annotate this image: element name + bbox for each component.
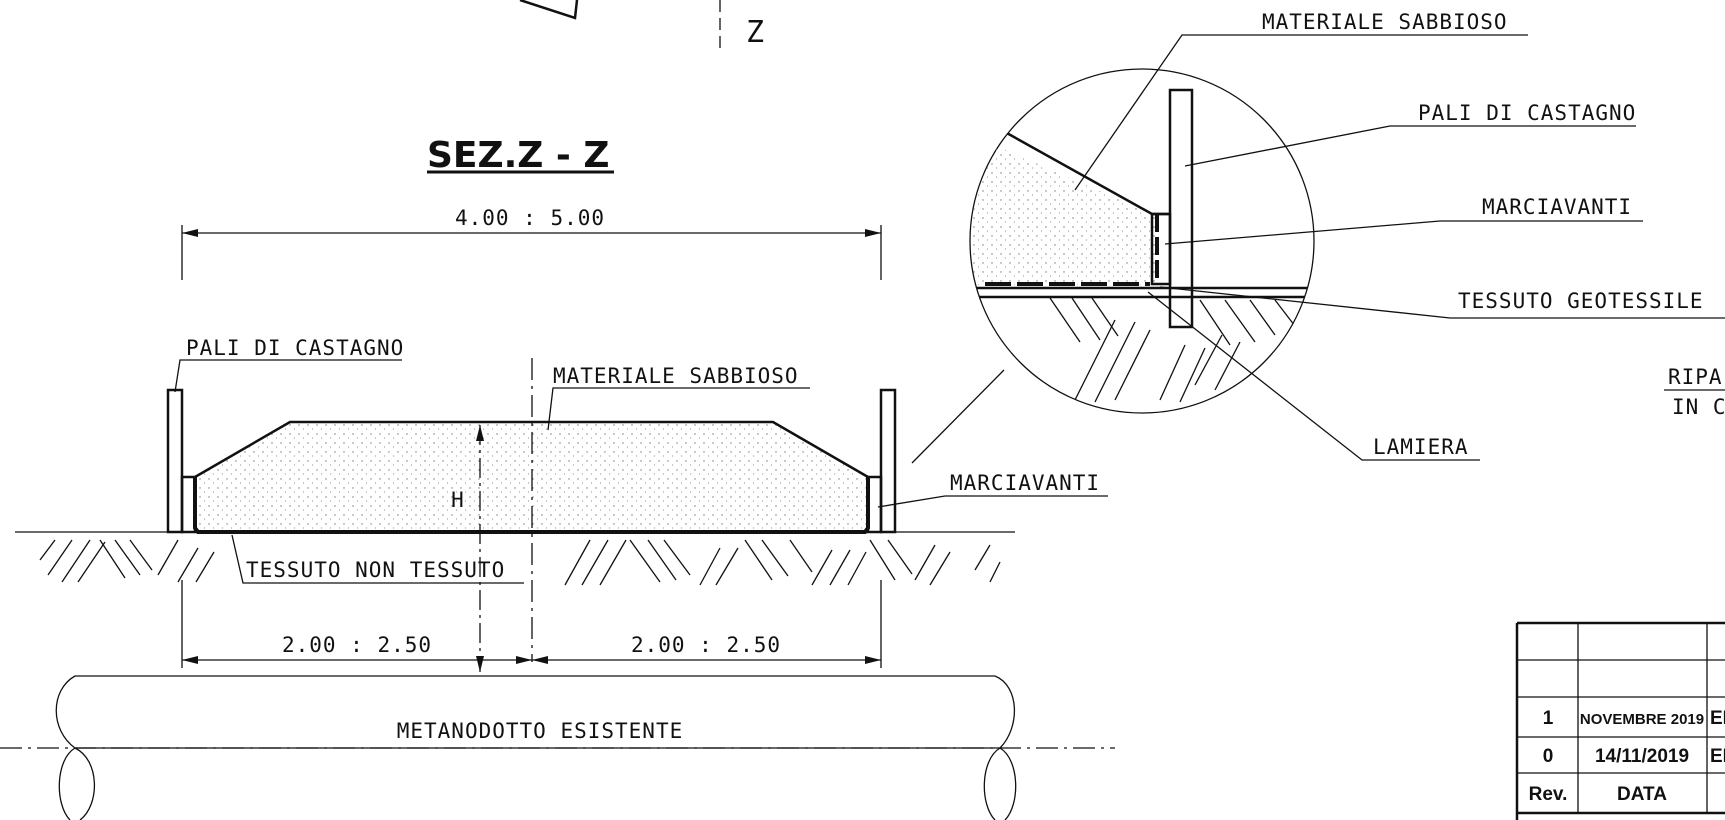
svg-text:MARCIAVANTI: MARCIAVANTI: [1482, 195, 1632, 219]
svg-text:PALI DI CASTAGNO: PALI DI CASTAGNO: [186, 336, 404, 360]
detail-label-tessuto-geotessile: TESSUTO GEOTESSILE: [1159, 286, 1725, 319]
dim-total-label: 4.00 : 5.00: [455, 206, 605, 230]
top-partial-marker: Z: [519, 0, 765, 50]
detail-circle: [969, 68, 1315, 414]
svg-text:MATERIALE SABBIOSO: MATERIALE SABBIOSO: [1262, 10, 1508, 34]
detail-leader: [911, 369, 1005, 464]
detail-label-lamiera: LAMIERA: [1147, 291, 1480, 461]
svg-text:PALI DI CASTAGNO: PALI DI CASTAGNO: [1418, 101, 1636, 125]
svg-text:TESSUTO GEOTESSILE: TESSUTO GEOTESSILE: [1458, 289, 1704, 313]
rev-row1-date: NOVEMBRE 2019: [1580, 711, 1704, 728]
partial-label-ripa: RIPA IN C: [1664, 365, 1725, 419]
svg-text:MATERIALE SABBIOSO: MATERIALE SABBIOSO: [553, 364, 799, 388]
pipeline-label: METANODOTTO ESISTENTE: [397, 719, 684, 743]
rev-header-rev: Rev.: [1529, 784, 1568, 805]
label-pali-di-castagno: PALI DI CASTAGNO: [174, 336, 404, 393]
svg-text:TESSUTO NON TESSUTO: TESSUTO NON TESSUTO: [246, 558, 505, 582]
dim-left-label: 2.00 : 2.50: [282, 633, 432, 657]
rev-row0-date: 14/11/2019: [1595, 746, 1689, 767]
svg-text:IN C: IN C: [1672, 395, 1725, 419]
rev-row0-desc: EM: [1710, 746, 1725, 767]
label-marciavanti: MARCIAVANTI: [877, 471, 1108, 508]
height-label: H: [451, 488, 465, 512]
svg-text:MARCIAVANTI: MARCIAVANTI: [950, 471, 1100, 495]
rev-row0-rev: 0: [1543, 746, 1554, 767]
left-pile: [166, 388, 197, 534]
dimension-total: 4.00 : 5.00: [181, 206, 882, 280]
svg-text:LAMIERA: LAMIERA: [1373, 435, 1469, 459]
detail-label-pali-di-castagno: PALI DI CASTAGNO: [1184, 101, 1636, 167]
label-materiale-sabbioso: MATERIALE SABBIOSO: [547, 364, 810, 431]
detail-label-marciavanti: MARCIAVANTI: [1164, 195, 1643, 245]
section-title: SEZ.Z - Z: [427, 135, 614, 176]
existing-pipeline: METANODOTTO ESISTENTE: [0, 675, 1115, 820]
rev-header-date: DATA: [1617, 784, 1667, 805]
label-tessuto-non-tessuto: TESSUTO NON TESSUTO: [231, 534, 524, 584]
revision-table: 1 NOVEMBRE 2019 EM 0 14/11/2019 EM Rev. …: [1515, 621, 1725, 820]
detail-label-materiale-sabbioso: MATERIALE SABBIOSO: [1074, 10, 1528, 191]
ground: [15, 531, 1015, 586]
page-title: SEZ.Z - Z: [427, 135, 610, 176]
right-pile: [866, 388, 897, 534]
svg-text:RIPA: RIPA: [1668, 365, 1723, 389]
rev-row1-rev: 1: [1543, 708, 1554, 729]
rev-row1-desc: EM: [1710, 708, 1725, 729]
section-marker-z: Z: [746, 15, 765, 50]
dim-right-label: 2.00 : 2.50: [631, 633, 781, 657]
dimension-bottom: 2.00 : 2.50 2.00 : 2.50: [181, 580, 882, 668]
